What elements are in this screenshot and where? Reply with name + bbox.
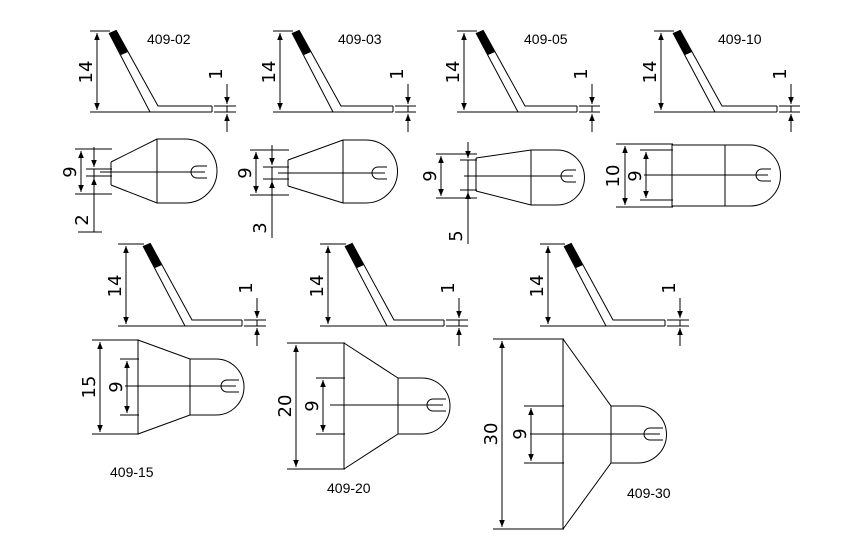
- height-dimension-label: 14: [527, 275, 548, 298]
- part-409-20: 409-20 14 1 2: [275, 242, 468, 496]
- tip-black-band: [476, 30, 495, 55]
- tip-dimension-label: 10: [603, 165, 624, 188]
- top-view: 15 9: [79, 339, 245, 435]
- top-view: 9 5: [420, 142, 585, 244]
- thickness-dimension-label: 1: [571, 68, 592, 79]
- thickness-dimension-label: 1: [438, 282, 459, 293]
- part-code-label: 409-15: [110, 464, 154, 480]
- side-view: 14 1: [259, 29, 416, 132]
- top-view: 30 9: [481, 338, 667, 530]
- side-view: 14 1: [443, 29, 600, 132]
- part-409-03: 409-03 14 1 9: [235, 29, 416, 238]
- top-view: 10 9: [603, 143, 781, 208]
- part-409-10: 409-10 14 1 1: [603, 29, 800, 208]
- width-dimension-label: 9: [235, 167, 256, 178]
- tip-dimension-label: 3: [250, 222, 271, 233]
- top-view: 9 2: [60, 138, 218, 233]
- part-code-label: 409-10: [718, 31, 762, 47]
- width-dimension-label: 9: [60, 166, 81, 177]
- tip-black-band: [673, 30, 692, 55]
- width-dimension-label: 9: [510, 428, 531, 439]
- height-dimension-label: 14: [640, 61, 661, 84]
- part-409-05: 409-05 14 1 9: [420, 29, 600, 244]
- thickness-dimension-label: 1: [236, 282, 257, 293]
- width-dimension-label: 9: [625, 170, 646, 181]
- thickness-dimension-label: 1: [770, 68, 791, 79]
- side-view: 14 1: [307, 242, 468, 346]
- width-dimension-label: 9: [420, 170, 441, 181]
- tip-black-band: [143, 243, 162, 268]
- width-dimension-label: 9: [106, 381, 127, 392]
- width-dimension-label: 9: [302, 400, 323, 411]
- tip-dimension-label: 5: [446, 230, 467, 241]
- side-view: 14 1: [76, 29, 236, 132]
- height-dimension-label: 14: [443, 61, 464, 84]
- top-view: 20 9: [275, 342, 451, 470]
- part-code-label: 409-03: [338, 31, 382, 47]
- tip-dimension-label: 15: [79, 376, 100, 399]
- tip-black-band: [292, 30, 311, 55]
- part-code-label: 409-20: [327, 480, 371, 496]
- part-code-label: 409-30: [627, 485, 671, 501]
- part-code-label: 409-02: [147, 31, 191, 47]
- side-view: 14 1: [527, 242, 689, 346]
- height-dimension-label: 14: [259, 61, 280, 84]
- tip-black-band: [109, 30, 128, 55]
- tip-black-band: [345, 243, 364, 268]
- side-view: 14 1: [105, 242, 266, 346]
- top-view: 9 3: [235, 139, 398, 238]
- part-code-label: 409-05: [524, 31, 568, 47]
- thickness-dimension-label: 1: [387, 68, 408, 79]
- part-409-30: 409-30 14 1 3: [481, 242, 689, 530]
- height-dimension-label: 14: [76, 61, 97, 84]
- side-view: 14 1: [640, 29, 800, 132]
- tip-dimension-label: 30: [481, 423, 502, 446]
- part-409-02: 409-02 14 1 9: [60, 29, 236, 233]
- thickness-dimension-label: 1: [206, 68, 227, 79]
- thickness-dimension-label: 1: [659, 282, 680, 293]
- part-409-15: 409-15 14 1 1: [79, 242, 266, 480]
- tip-dimension-label: 2: [72, 214, 93, 225]
- tip-black-band: [564, 243, 583, 268]
- tip-dimension-label: 20: [275, 395, 296, 418]
- height-dimension-label: 14: [105, 275, 126, 298]
- height-dimension-label: 14: [307, 275, 328, 298]
